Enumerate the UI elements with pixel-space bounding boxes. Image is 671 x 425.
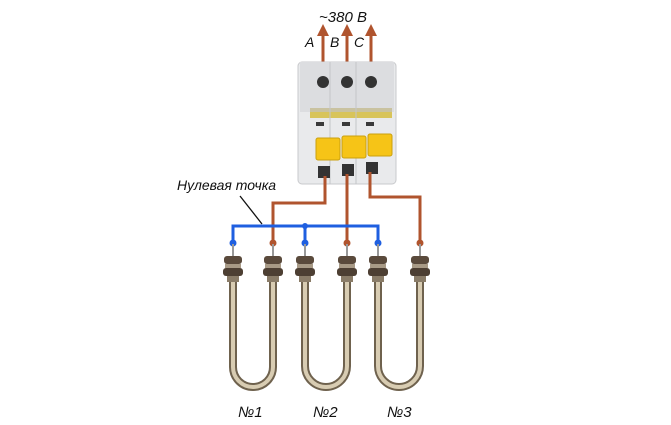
neutral-terminals	[229, 223, 382, 247]
neutral-point-label: Нулевая точка	[177, 177, 276, 193]
heater-2	[295, 244, 357, 391]
phase-terminals	[269, 239, 424, 247]
phase-b-label: B	[330, 34, 339, 50]
voltage-label: ~380 В	[319, 9, 367, 26]
phase-c-label: C	[354, 34, 365, 50]
heater-terminal	[223, 244, 243, 282]
outgoing-phase-wires	[271, 172, 422, 243]
wire-phase-c-out	[368, 172, 422, 243]
heater-1-label: №1	[238, 404, 263, 421]
heater-2-label: №2	[313, 404, 338, 421]
wire-phase-a-out	[271, 176, 327, 243]
heater-terminal	[263, 244, 283, 282]
circuit-breaker	[297, 61, 397, 185]
phase-a-label: A	[304, 34, 314, 50]
heater-terminal	[410, 244, 430, 282]
heater-terminal	[295, 244, 315, 282]
breaker-levers	[315, 133, 393, 161]
neutral-pointer-line	[239, 195, 263, 225]
heater-3-label: №3	[387, 404, 412, 421]
heaters	[223, 244, 430, 391]
heater-terminal	[368, 244, 388, 282]
heater-terminal	[337, 244, 357, 282]
heater-1	[223, 244, 283, 391]
heater-3	[368, 244, 430, 391]
